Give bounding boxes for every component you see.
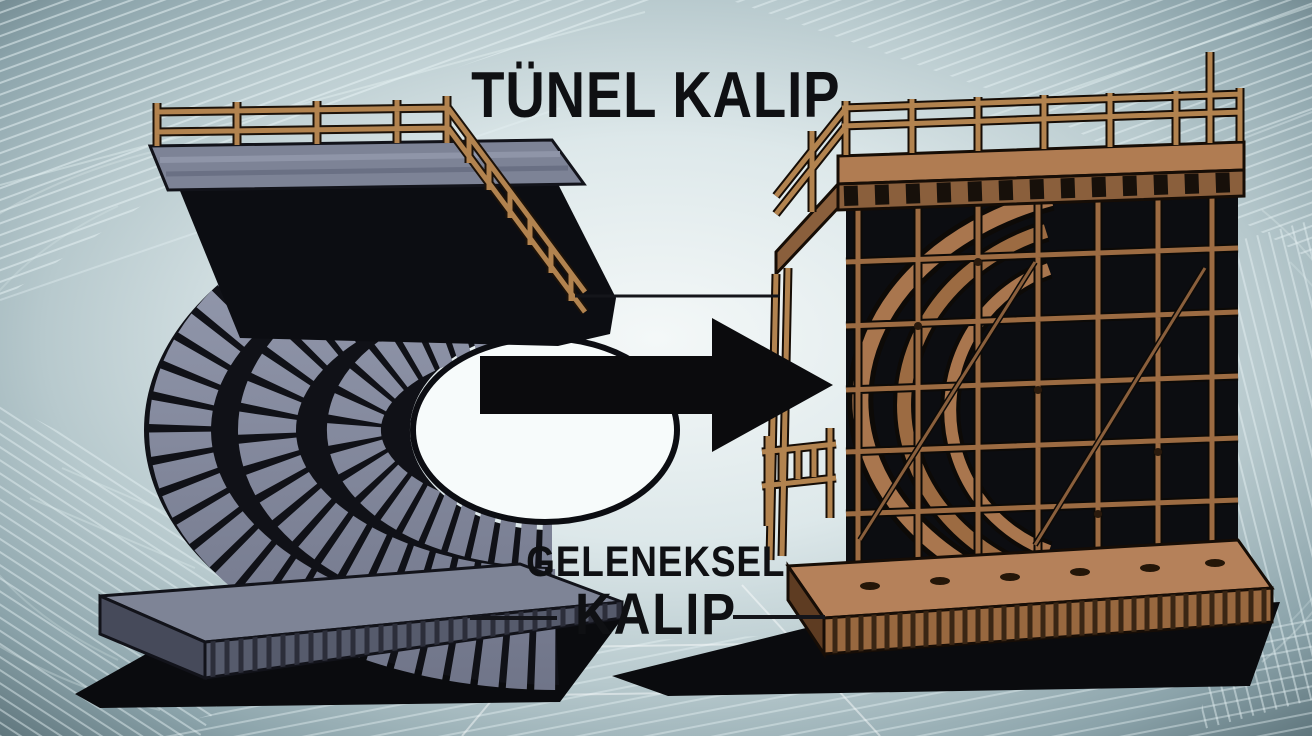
top-title: TÜNEL KALIP [0,62,1312,127]
right-guardrail [761,52,1245,561]
bottom-title-line1-text: GELENEKSEL [526,538,786,586]
bottom-title-line2-text: KALIP [575,582,737,647]
right-platform-deck [774,140,1246,278]
top-title-text: TÜNEL KALIP [471,58,841,131]
bottom-title-line1: GELENEKSEL [0,541,1312,584]
tunnel-formwork-illustration [75,96,680,708]
left-guardrail [152,96,589,315]
right-base-slab [785,538,1275,659]
bottom-title-line2: KALIP [0,586,1312,644]
traditional-formwork-illustration [612,52,1280,696]
left-base-slab [98,562,624,681]
right-arrow-icon [480,318,833,452]
scaffold-grid [845,194,1239,585]
left-platform-deck [147,138,587,192]
